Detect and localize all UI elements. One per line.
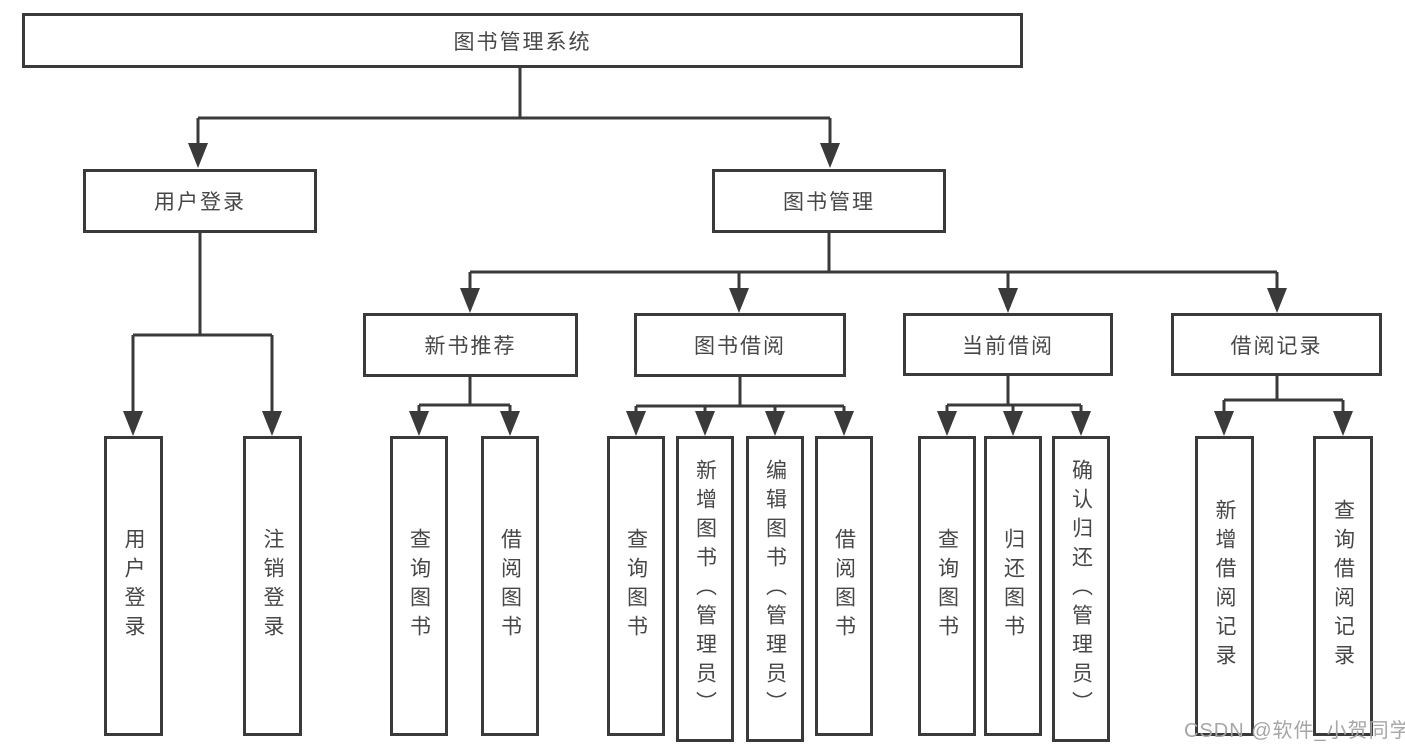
arrowheads: [123, 143, 1353, 436]
leaf-label: 查询图书: [624, 528, 648, 644]
node-leaf-borrow-book-recommend: 借阅图书: [481, 436, 539, 736]
node-leaf-borrow-book: 借阅图书: [815, 436, 873, 736]
node-leaf-query-book-current: 查询图书: [918, 436, 976, 736]
leaf-label: 注销登录: [261, 528, 284, 644]
leaf-label: 编辑图书（管理员）: [763, 458, 787, 720]
leaf-label: 查询图书: [407, 528, 431, 644]
leaf-label: 用户登录: [122, 528, 145, 644]
node-leaf-logout: 注销登录: [243, 436, 302, 736]
node-book-borrowing: 图书借阅: [634, 313, 846, 377]
leaf-label: 查询借阅记录: [1331, 499, 1355, 673]
leaf-label: 新增图书（管理员）: [693, 458, 717, 720]
node-current-borrowing: 当前借阅: [903, 313, 1113, 376]
node-book-management: 图书管理: [712, 169, 946, 233]
node-leaf-user-login: 用户登录: [104, 436, 163, 736]
leaf-label: 新增借阅记录: [1213, 499, 1236, 673]
leaf-label: 查询图书: [935, 528, 959, 644]
node-leaf-query-book-recommend: 查询图书: [390, 436, 448, 736]
leaf-label: 借阅图书: [498, 528, 522, 644]
node-leaf-query-borrow-record: 查询借阅记录: [1313, 436, 1373, 736]
watermark-text: CSDN @软件_小贺同学: [1184, 720, 1405, 742]
node-leaf-confirm-return-admin: 确认归还（管理员）: [1052, 436, 1110, 742]
node-leaf-add-borrow-record: 新增借阅记录: [1195, 436, 1254, 736]
leaf-label: 归还图书: [1001, 528, 1025, 644]
node-leaf-add-book-admin: 新增图书（管理员）: [676, 436, 734, 742]
leaf-label: 确认归还（管理员）: [1069, 458, 1093, 720]
node-user-login: 用户登录: [83, 169, 317, 233]
node-leaf-edit-book-admin: 编辑图书（管理员）: [746, 436, 804, 742]
node-root: 图书管理系统: [22, 13, 1023, 68]
node-leaf-query-book-borrowing: 查询图书: [607, 436, 665, 736]
node-borrow-records: 借阅记录: [1171, 313, 1382, 376]
node-leaf-return-book: 归还图书: [984, 436, 1042, 736]
connector-strokes: [131, 68, 1345, 416]
leaf-label: 借阅图书: [832, 528, 856, 644]
node-new-book-recommend: 新书推荐: [363, 313, 578, 377]
